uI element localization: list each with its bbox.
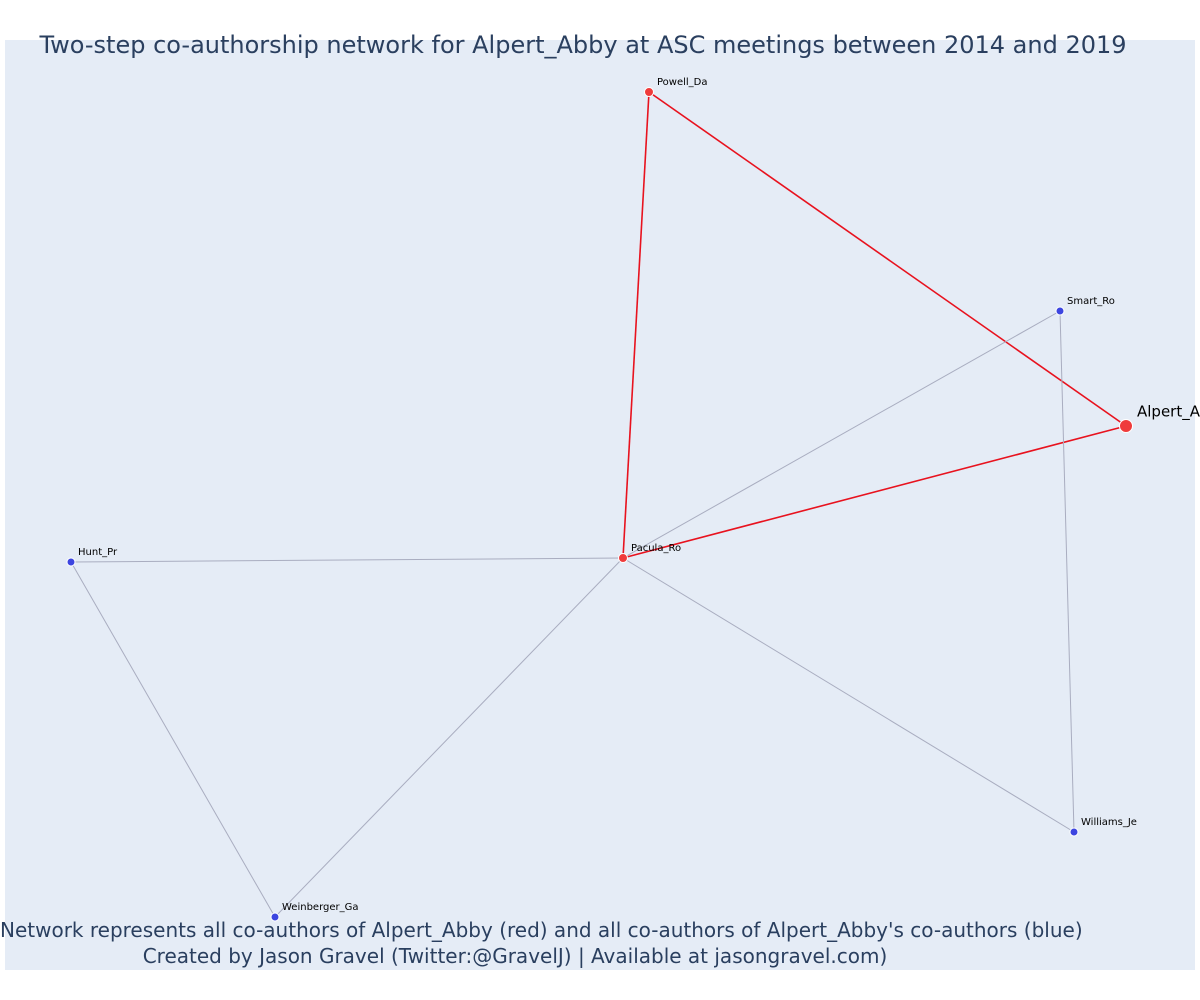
node-label-Williams_Je: Williams_Je <box>1081 817 1137 828</box>
node-Smart_Ro[interactable] <box>1055 306 1065 316</box>
edge-Smart_Ro-Williams_Je <box>1059 310 1075 833</box>
edge-Hunt_Pr-Weinberger_Ga <box>70 561 276 918</box>
node-label-Smart_Ro: Smart_Ro <box>1067 296 1115 307</box>
node-Powell_Da[interactable] <box>644 87 654 97</box>
node-label-Hunt_Pr: Hunt_Pr <box>78 547 118 558</box>
caption-line-2: Created by Jason Gravel (Twitter:@Gravel… <box>142 944 888 968</box>
edge-Powell_Da-Pacula_Ro <box>622 91 650 559</box>
plot-area <box>5 40 1195 970</box>
node-Alpert_A[interactable] <box>1119 419 1133 433</box>
node-Williams_Je[interactable] <box>1069 827 1079 837</box>
node-Weinberger_Ga[interactable] <box>270 912 280 922</box>
edge-Pacula_Ro-Hunt_Pr <box>70 557 624 563</box>
nodes-layer <box>66 87 1133 922</box>
node-label-Alpert_A: Alpert_A <box>1137 403 1200 422</box>
node-label-Weinberger_Ga: Weinberger_Ga <box>282 902 359 913</box>
chart-title: Two-step co-authorship network for Alper… <box>39 31 1127 59</box>
edge-Pacula_Ro-Weinberger_Ga <box>274 557 624 918</box>
edge-Pacula_Ro-Smart_Ro <box>622 310 1061 559</box>
edge-Pacula_Ro-Williams_Je <box>622 557 1075 833</box>
caption-line-1: Network represents all co-authors of Alp… <box>0 918 1083 942</box>
node-label-Powell_Da: Powell_Da <box>657 77 708 88</box>
edge-Pacula_Ro-Alpert_A <box>622 425 1127 559</box>
node-Hunt_Pr[interactable] <box>66 557 76 567</box>
node-Pacula_Ro[interactable] <box>618 553 628 563</box>
node-label-Pacula_Ro: Pacula_Ro <box>631 543 681 554</box>
edge-Powell_Da-Alpert_A <box>648 91 1127 427</box>
edges-layer <box>70 91 1127 918</box>
